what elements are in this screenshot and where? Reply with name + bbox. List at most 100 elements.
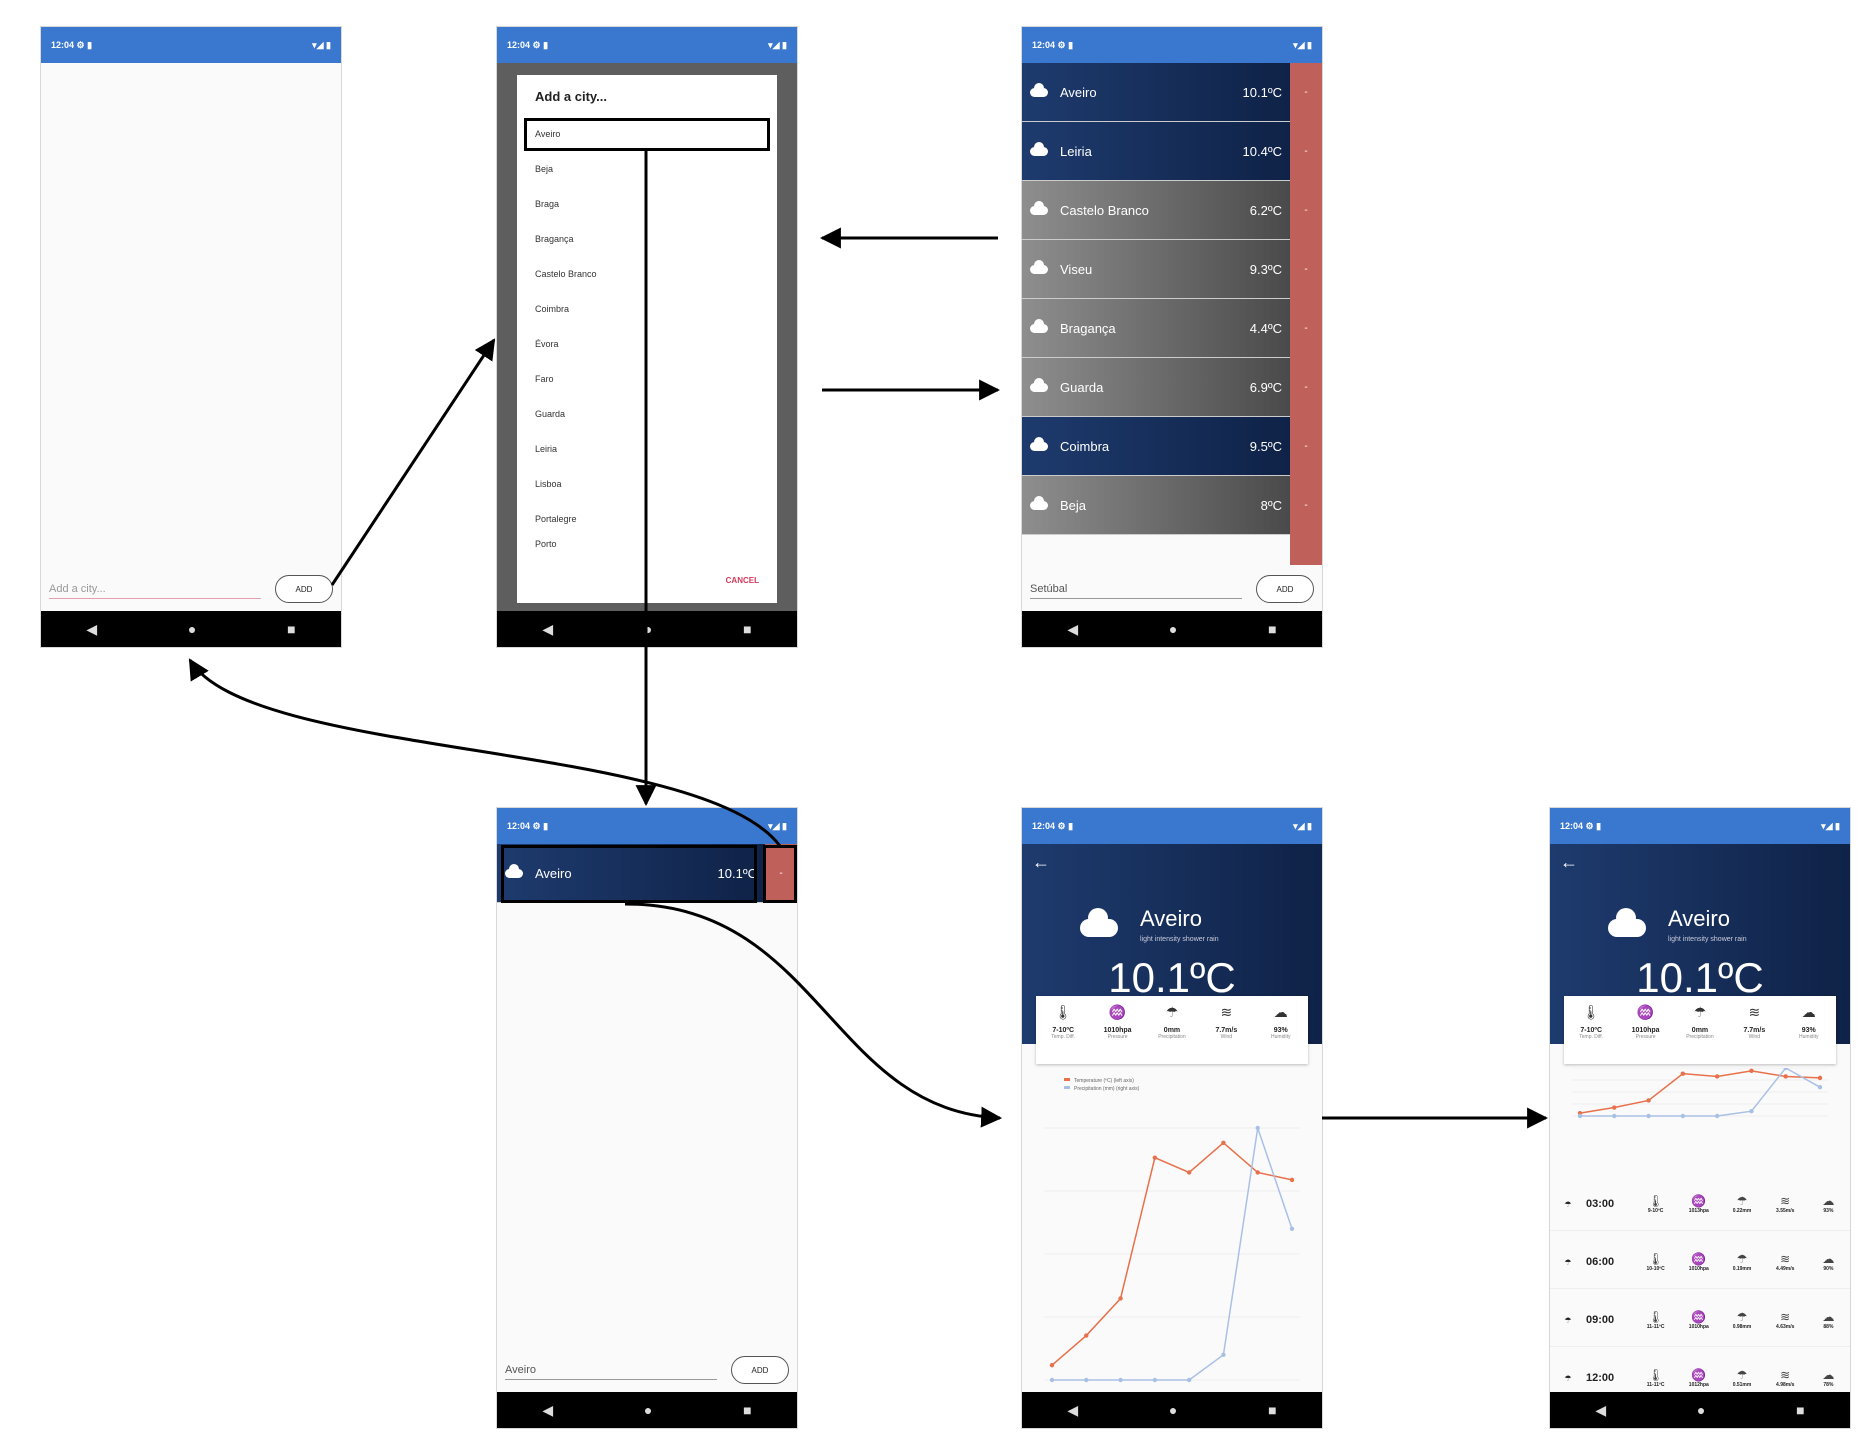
back-nav-icon[interactable]: ◀ <box>1595 1401 1607 1418</box>
screen-empty-list: 12:04 ⚙ ▮ ▾◢ ▮ Add a city... ADD ◀ ● ■ <box>41 27 341 647</box>
city-option[interactable]: Bragança <box>535 234 574 244</box>
home-nav-icon[interactable]: ● <box>1168 621 1178 637</box>
back-nav-icon[interactable]: ◀ <box>1067 1401 1079 1418</box>
delete-button[interactable]: - <box>779 868 783 879</box>
city-option[interactable]: Beja <box>535 164 554 174</box>
precipitation-point <box>1186 1377 1192 1383</box>
dialog-title: Add a city... <box>535 89 607 104</box>
delete-button[interactable]: - <box>1304 205 1308 216</box>
stat-value: 0mm <box>1691 1027 1709 1034</box>
detail-city-name: Aveiro <box>1140 906 1202 931</box>
hourly-stat-value: 10-10ºC <box>1646 1266 1665 1272</box>
stat-icon: ≋ <box>1220 1004 1233 1020</box>
back-arrow-icon[interactable]: ← <box>1032 852 1050 872</box>
hourly-time: 06:00 <box>1586 1256 1615 1268</box>
back-nav-icon[interactable]: ◀ <box>542 620 554 637</box>
temperature-point <box>1221 1140 1226 1146</box>
recents-nav-icon[interactable]: ■ <box>1268 1402 1277 1418</box>
back-arrow-icon[interactable]: ← <box>1560 852 1578 872</box>
city-name: Viseu <box>1060 261 1093 277</box>
delete-button[interactable]: - <box>1304 146 1308 157</box>
recents-nav-icon[interactable]: ■ <box>1268 621 1277 637</box>
home-nav-icon[interactable]: ● <box>187 621 197 637</box>
city-option[interactable]: Aveiro <box>523 117 771 152</box>
delete-button[interactable]: - <box>1304 441 1308 452</box>
add-city-input[interactable]: Setúbal <box>1030 583 1242 599</box>
city-option[interactable]: Lisboa <box>535 479 562 489</box>
city-name: Guarda <box>1060 379 1104 395</box>
stat-label: Wind <box>1220 1034 1233 1040</box>
delete-button[interactable]: - <box>1304 87 1308 98</box>
city-option[interactable]: Évora <box>535 339 559 349</box>
precipitation-point <box>1084 1377 1089 1383</box>
city-option[interactable]: Leiria <box>535 444 558 454</box>
hourly-stat-icon: ☂ <box>1736 1194 1748 1208</box>
home-nav-icon[interactable]: ● <box>643 621 653 637</box>
city-option[interactable]: Guarda <box>535 409 566 419</box>
home-nav-icon[interactable]: ● <box>1696 1402 1706 1418</box>
add-button[interactable]: ADD <box>1256 575 1314 603</box>
back-nav-icon[interactable]: ◀ <box>1067 620 1079 637</box>
status-bar: 12:04 ⚙ ▮ ▾◢ ▮ <box>497 27 797 63</box>
delete-button[interactable]: - <box>1304 323 1308 334</box>
stat-icon: ☁ <box>1273 1004 1288 1020</box>
hourly-stat-value: 3.55m/s <box>1776 1208 1795 1214</box>
add-city-input[interactable]: Add a city... <box>49 583 261 599</box>
recents-nav-icon[interactable]: ■ <box>743 621 752 637</box>
home-nav-icon[interactable]: ● <box>643 1402 653 1418</box>
hourly-stat-value: 4.63m/s <box>1776 1324 1795 1330</box>
status-left: 12:04 ⚙ ▮ <box>507 820 549 831</box>
city-option[interactable]: Faro <box>535 374 554 384</box>
city-name: Aveiro <box>535 865 572 881</box>
recents-nav-icon[interactable]: ■ <box>287 621 296 637</box>
hourly-stat-icon: ♒ <box>1691 1252 1707 1266</box>
stat-icon: ☂ <box>1693 1004 1707 1020</box>
city-option[interactable]: Portalegre <box>535 514 577 524</box>
screen-city-detail-hourly: 12:04 ⚙ ▮ ▾◢ ▮ ← Aveiro light intensity … <box>1550 808 1850 1428</box>
weather-chart: Temperature (ºC) (left axis)Precipitatio… <box>1044 1078 1300 1383</box>
hourly-stat: 🌡9-10ºC <box>1634 1194 1677 1214</box>
city-option[interactable]: Braga <box>535 199 560 209</box>
cancel-button[interactable]: CANCEL <box>725 576 759 585</box>
status-bar: 12:04 ⚙ ▮ ▾◢ ▮ <box>1022 808 1322 844</box>
city-option[interactable]: Porto <box>535 539 557 549</box>
city-option[interactable]: Coimbra <box>535 304 570 314</box>
stat-icon: ≋ <box>1748 1004 1761 1020</box>
recents-nav-icon[interactable]: ■ <box>743 1402 752 1418</box>
hourly-stat-value: 1012hpa <box>1688 1382 1709 1388</box>
city-option[interactable]: Castelo Branco <box>535 269 597 279</box>
delete-button[interactable]: - <box>1304 382 1308 393</box>
stat-value: 7-10ºC <box>1580 1027 1602 1034</box>
status-bar: 12:04 ⚙ ▮ ▾◢ ▮ <box>1550 808 1850 844</box>
rain-icon: ☂ <box>1564 1257 1572 1267</box>
stat-value: 93% <box>1273 1027 1288 1034</box>
recents-nav-icon[interactable]: ■ <box>1796 1402 1805 1418</box>
hourly-stat-value: 1010hpa <box>1688 1266 1709 1272</box>
status-left: 12:04 ⚙ ▮ <box>51 39 93 50</box>
hourly-stat-icon: 🌡 <box>1647 1368 1664 1382</box>
back-nav-icon[interactable]: ◀ <box>86 620 98 637</box>
city-name: Castelo Branco <box>1060 202 1149 218</box>
add-button[interactable]: ADD <box>731 1356 789 1384</box>
home-nav-icon[interactable]: ● <box>1168 1402 1178 1418</box>
temperature-point <box>1680 1071 1686 1076</box>
stat-label: Temp. Diff. <box>1051 1034 1076 1040</box>
arrow-add-to-dialog <box>330 338 496 586</box>
delete-button[interactable]: - <box>1304 500 1308 511</box>
add-button[interactable]: ADD <box>275 575 333 603</box>
stat-label: Temp. Diff. <box>1579 1034 1604 1040</box>
precipitation-point <box>1289 1226 1295 1231</box>
add-city-row: Aveiro ADD <box>497 1346 797 1392</box>
delete-button[interactable]: - <box>1304 264 1308 275</box>
add-city-input[interactable]: Aveiro <box>505 1364 717 1380</box>
back-nav-icon[interactable]: ◀ <box>542 1401 554 1418</box>
